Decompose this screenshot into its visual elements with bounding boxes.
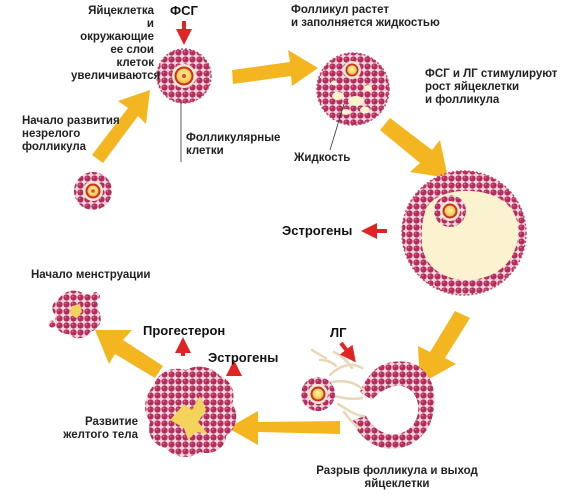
fluid-pockets	[331, 80, 372, 115]
released-cells	[310, 348, 366, 430]
label-lh: ЛГ	[330, 325, 347, 340]
arrow-rupture-to-luteum	[228, 411, 340, 445]
mature-follicle	[401, 170, 527, 296]
fluid-pointer	[329, 103, 345, 151]
label-line: и фолликула	[425, 94, 500, 106]
label-estrogens-bottom: Эстрогены	[208, 350, 279, 365]
label-follicular-cells: Фолликулярные клетки	[186, 132, 280, 158]
primary-follicle	[156, 48, 212, 104]
label-line: Развитие	[84, 416, 138, 428]
growing-follicle	[316, 52, 390, 126]
label-line: фолликула	[22, 141, 87, 153]
pointer-lines	[180, 100, 345, 162]
label-line: Начало развития	[22, 115, 120, 127]
label-line: ее слои клеток	[110, 44, 154, 69]
label-line: Фолликулярные	[186, 132, 281, 144]
label-follicle-grows: Фолликул растет и заполняется жидкостью	[291, 4, 440, 30]
arrow-luteum-to-menstruation	[95, 330, 163, 378]
arrow-immature-to-primary	[92, 90, 150, 163]
hormone-arrows	[175, 21, 387, 376]
label-fluid: Жидкость	[294, 152, 351, 164]
arrow-primary-to-growing	[232, 50, 318, 86]
label-fsh-top: ФСГ	[170, 3, 198, 18]
arrow-mature-to-rupture	[418, 311, 470, 384]
label-line: и заполняется жидкостью	[291, 17, 440, 29]
corpus-luteum	[145, 366, 237, 457]
label-line: и окружающие	[80, 18, 154, 43]
menstruation-cells	[48, 290, 101, 339]
label-line: увеличиваются	[71, 70, 161, 82]
label-line: Фолликул растет	[291, 4, 390, 16]
label-line: ФСГ и ЛГ стимулируют	[425, 68, 558, 80]
released-egg	[301, 377, 335, 411]
arrow-growing-to-mature	[380, 118, 448, 178]
label-progesterone: Прогестерон	[143, 323, 226, 338]
cycle-arrows	[92, 50, 470, 445]
label-line: яйцеклетки	[364, 478, 430, 490]
label-line: желтого тела	[63, 429, 138, 441]
label-line: Яйцеклетка	[88, 5, 154, 17]
label-egg-cells-enlarge: Яйцеклетка и окружающие ее слои клеток у…	[71, 5, 161, 83]
label-line: клетки	[186, 145, 224, 157]
label-fsh-lh-stimulate: ФСГ и ЛГ стимулируют рост яйцеклетки и ф…	[425, 68, 557, 107]
label-immature-start: Начало развития незрелого фолликула	[22, 115, 120, 154]
label-menstruation-start: Начало менструации	[31, 269, 151, 281]
label-estrogens-right: Эстрогены	[282, 223, 353, 238]
immature-follicle	[74, 172, 112, 210]
label-line: Разрыв фолликула и выход	[316, 465, 478, 477]
lh-arrow	[339, 341, 356, 363]
label-line: рост яйцеклетки	[425, 81, 520, 93]
ruptured-follicle	[301, 348, 435, 449]
luteum-core	[170, 396, 208, 440]
label-line: незрелого	[22, 128, 81, 140]
label-rupture: Разрыв фолликула и выход яйцеклетки	[287, 465, 507, 491]
label-corpus-luteum: Развитие желтого тела	[50, 416, 138, 442]
